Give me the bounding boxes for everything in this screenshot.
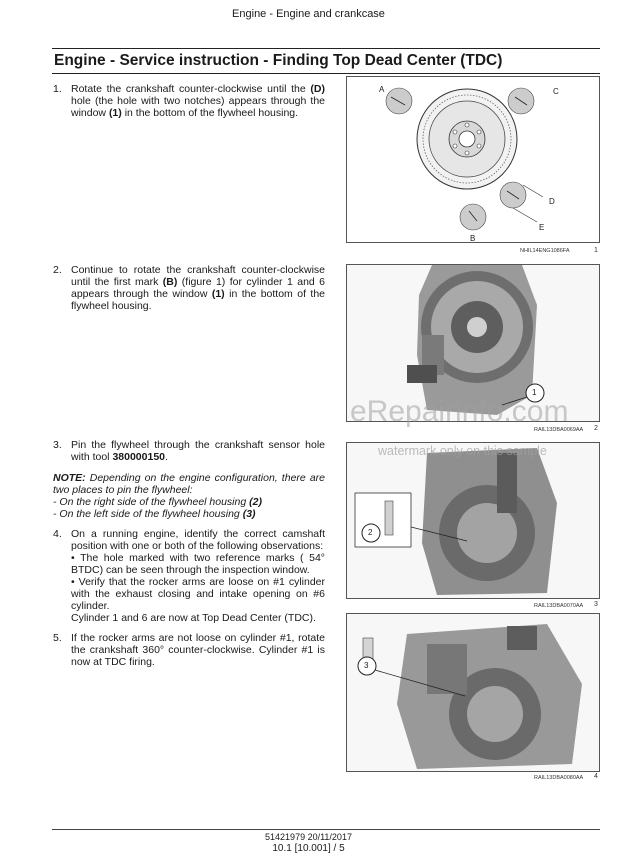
flywheel-diagram: [385, 87, 544, 231]
step-number: 3.: [53, 439, 62, 451]
step-1: 1. Rotate the crankshaft counter-clockwi…: [53, 83, 325, 119]
callout-3: 3: [364, 661, 369, 670]
figure-code: RAIL13DBA0069AA: [534, 427, 584, 433]
page-title: Engine - Service instruction - Finding T…: [54, 52, 503, 69]
figure-number: 4: [594, 773, 598, 780]
running-header: Engine - Engine and crankcase: [232, 8, 385, 20]
label-d: D: [549, 197, 555, 206]
watermark-site: eRepairinfo.com: [350, 395, 569, 428]
note-item-right: - On the right side of the flywheel hous…: [53, 496, 262, 508]
figure-2-flywheel-housing: 1: [346, 264, 600, 422]
right-side-pin-photo: [347, 443, 599, 598]
step-4: 4. On a running engine, identify the cor…: [53, 528, 325, 624]
step-number: 1.: [53, 83, 62, 95]
footer-page-number: 10.1 [10.001] / 5: [272, 843, 345, 854]
step-text: On a running engine, identify the correc…: [71, 528, 325, 624]
step-2: 2. Continue to rotate the crankshaft cou…: [53, 264, 325, 312]
figure-number: 2: [594, 425, 598, 432]
watermark-note: watermark only on this sample: [378, 444, 547, 458]
step-5: 5. If the rocker arms are not loose on c…: [53, 632, 325, 668]
label-e: E: [539, 223, 545, 232]
step-number: 2.: [53, 264, 62, 276]
figure-4-left-pin: 3: [346, 613, 600, 772]
figure-3-right-pin: 2: [346, 442, 600, 599]
title-rule-top: [52, 48, 600, 49]
figure-code: NHIL14ENG1086FA: [520, 248, 570, 254]
step-3: 3. Pin the flywheel through the cranksha…: [53, 439, 325, 463]
left-side-pin-photo: [347, 614, 599, 771]
step-text: If the rocker arms are not loose on cyli…: [71, 632, 325, 668]
figure-number: 1: [594, 247, 598, 254]
step-text: Continue to rotate the crankshaft counte…: [71, 264, 326, 312]
step-number: 4.: [53, 528, 62, 540]
note-text: NOTE: Depending on the engine configurat…: [53, 472, 325, 496]
label-b: B: [470, 234, 476, 243]
footer-rule: [52, 829, 600, 830]
flywheel-housing-photo: [347, 265, 599, 421]
label-a: A: [379, 85, 385, 94]
note-block: NOTE: Depending on the engine configurat…: [53, 472, 325, 520]
step-text: Rotate the crankshaft counter-clockwise …: [71, 83, 325, 119]
figure-1-flywheel: A C B D E: [346, 76, 600, 243]
footer-doc-number: 51421979 20/11/2017: [265, 832, 352, 842]
figure-code: RAIL13DBA0080AA: [534, 775, 584, 781]
figure-code: RAIL13DBA0070AA: [534, 603, 584, 609]
callout-1: 1: [532, 388, 537, 397]
figure-number: 3: [594, 601, 598, 608]
callout-2: 2: [368, 528, 373, 537]
label-c: C: [553, 87, 559, 96]
title-rule-bottom: [52, 73, 600, 74]
note-item-left: - On the left side of the flywheel housi…: [53, 508, 256, 520]
step-number: 5.: [53, 632, 62, 644]
step-text: Pin the flywheel through the crankshaft …: [71, 439, 325, 463]
